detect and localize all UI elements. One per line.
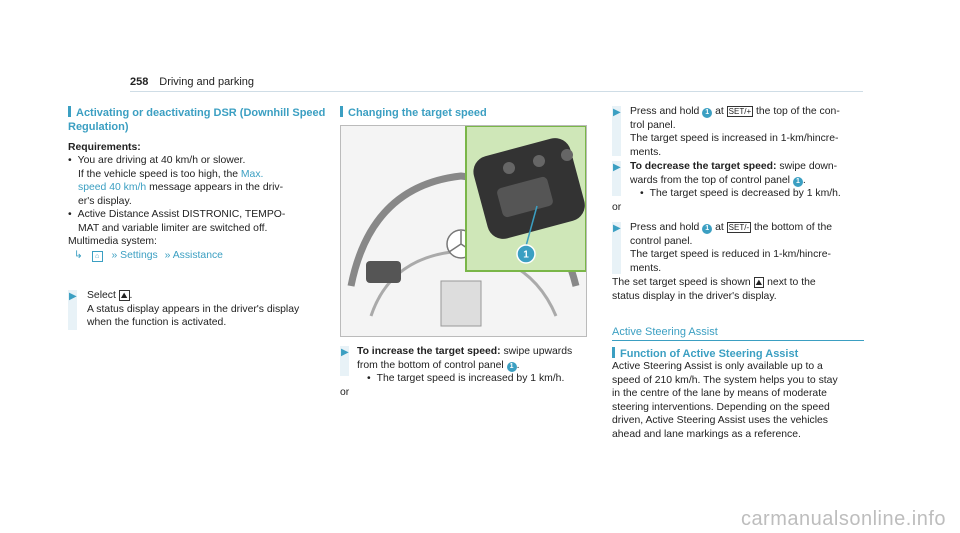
multimedia-label: Multimedia system:: [68, 236, 157, 248]
target-speed-heading: Changing the target speed: [340, 106, 487, 120]
step-arrow-icon: ▶: [613, 162, 621, 173]
heading-bar-icon: [68, 106, 71, 117]
callout-label: 1: [523, 250, 529, 261]
requirement-1: You are driving at 40 km/h or slower.: [68, 154, 330, 168]
or-label: or: [340, 387, 350, 398]
step-press-bottom: Press and hold 1 at SET/- the bottom of …: [630, 222, 832, 274]
asa-body: Active Steering Assist is only available…: [612, 361, 838, 440]
callout-1-icon: 1: [792, 176, 803, 187]
steering-wheel-svg: 1: [341, 126, 586, 336]
step-marker: [612, 106, 621, 156]
section-title: Driving and parking: [159, 76, 255, 88]
callout-1-icon: 1: [506, 361, 517, 372]
or-label: or: [612, 202, 622, 213]
watermark: carmanualsonline.info: [740, 508, 946, 530]
step-marker: [340, 346, 349, 376]
step-marker: [68, 290, 77, 330]
set-plus-icon: SET/+: [726, 106, 754, 117]
nav-settings: Settings: [120, 249, 158, 261]
step-arrow-icon: ▶: [69, 291, 77, 302]
page-number: 258: [130, 76, 149, 88]
nav-path: ↳ ⌂ » Settings » Assistance: [68, 249, 330, 263]
nav-assistance: Assistance: [172, 249, 223, 261]
requirement-2: Active Distance Assist DISTRONIC, TEMPO-…: [68, 208, 330, 235]
dsr-heading: Activating or deactivating DSR (Downhill…: [68, 106, 326, 134]
chevron-icon: »: [111, 249, 118, 261]
callout-1-icon: 1: [702, 108, 713, 118]
heading-bar-icon: [340, 106, 343, 117]
step-increase: To increase the target speed: swipe upwa…: [357, 345, 592, 386]
asa-function-heading: Function of Active Steering Assist: [612, 347, 798, 361]
home-icon: ⌂: [91, 250, 103, 262]
column-1: Activating or deactivating DSR (Downhill…: [68, 106, 330, 262]
step-decrease: To decrease the target speed: swipe down…: [630, 160, 870, 201]
set-minus-icon: SET/-: [726, 222, 752, 233]
chevron-icon: »: [164, 249, 171, 261]
step-arrow-icon: ▶: [341, 347, 349, 358]
callout-1-icon: 1: [702, 224, 713, 234]
step-select: Select ⛰. A status display appears in th…: [87, 290, 300, 329]
step-arrow-icon: ▶: [613, 223, 621, 234]
dsr-symbol-icon: ⛰: [118, 290, 130, 301]
increase-result: The target speed is increased by 1 km/h.: [357, 372, 592, 386]
dsr-symbol-icon: ⛰: [753, 277, 765, 288]
asa-title: Active Steering Assist: [612, 326, 718, 338]
asa-title-underline: [612, 340, 864, 341]
step-press-top: Press and hold 1 at SET/+ the top of the…: [630, 106, 840, 158]
page-header: 258 Driving and parking: [130, 75, 254, 90]
requirements: Requirements: You are driving at 40 km/h…: [68, 141, 330, 236]
nav-arrow-icon: ↳: [74, 249, 83, 261]
header-divider: [130, 91, 863, 92]
requirement-1-note: If the vehicle speed is too high, the Ma…: [78, 168, 284, 207]
steering-wheel-illustration: 1: [340, 125, 587, 337]
decrease-result: The target speed is decreased by 1 km/h.: [630, 187, 870, 201]
step-marker: [612, 161, 621, 196]
step-arrow-icon: ▶: [613, 107, 621, 118]
step-marker: [612, 222, 621, 274]
requirements-label: Requirements:: [68, 141, 141, 153]
max-speed-message: Max.: [240, 168, 264, 180]
heading-bar-icon: [612, 347, 615, 358]
set-speed-info: The set target speed is shown ⛰ next to …: [612, 277, 816, 302]
